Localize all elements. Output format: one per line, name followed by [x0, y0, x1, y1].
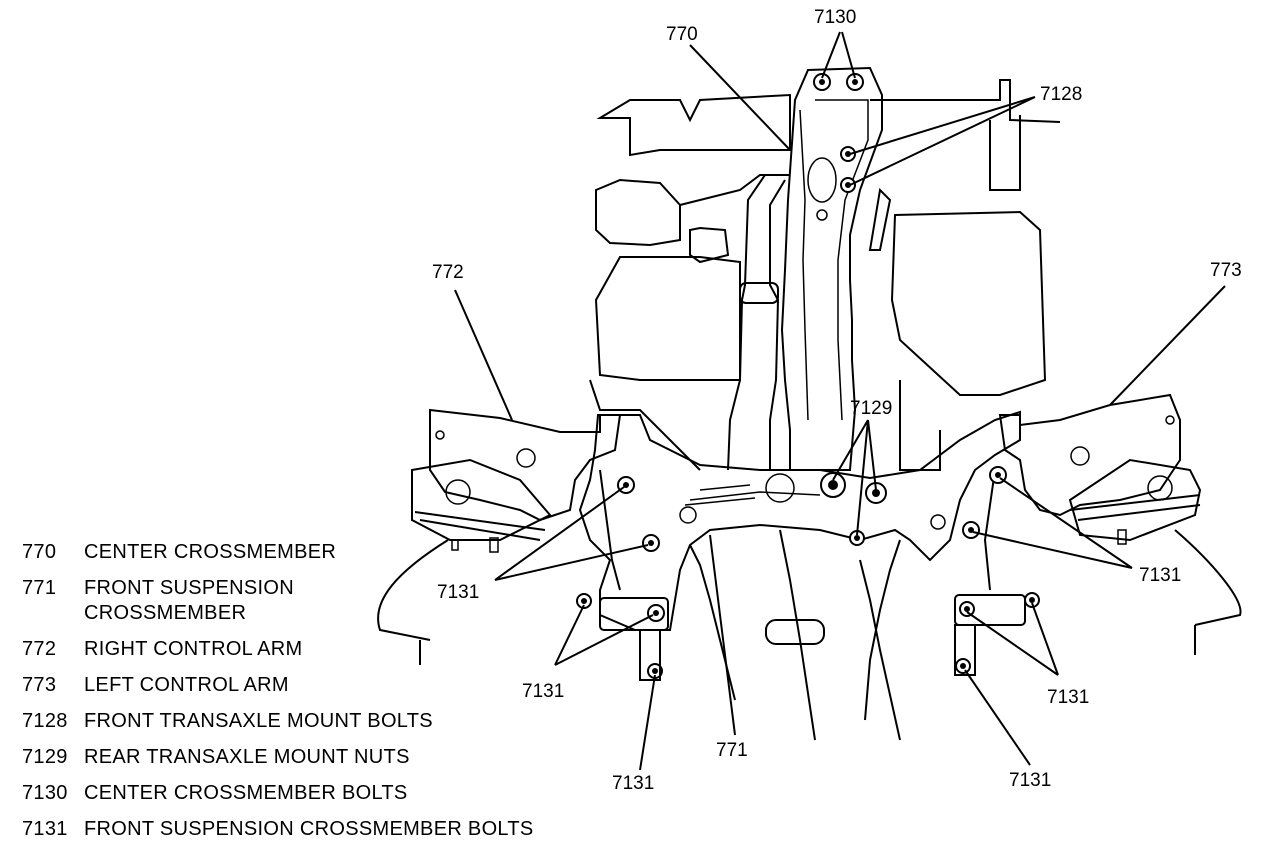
legend-row-7130: 7130 CENTER CROSSMEMBER BOLTS — [22, 781, 642, 806]
bolt-7131-l2 — [642, 534, 660, 552]
legend-number: 7128 — [22, 710, 68, 732]
nut-7129-b — [865, 482, 887, 504]
legend-number: 7131 — [22, 818, 68, 840]
bolt-7128-b — [840, 177, 856, 193]
legend-row-7131: 7131 FRONT SUSPENSION CROSSMEMBER BOLTS — [22, 817, 642, 842]
legend-row-7129: 7129 REAR TRANSAXLE MOUNT NUTS — [22, 745, 642, 770]
callout-771: 771 — [716, 740, 748, 761]
callout-7131-left-upper: 7131 — [437, 582, 479, 603]
callout-7131-left-mid: 7131 — [522, 681, 564, 702]
right-control-arm — [377, 408, 622, 665]
legend-description: CENTER CROSSMEMBER BOLTS — [84, 782, 408, 804]
legend-number: 7129 — [22, 746, 68, 768]
legend-number: 773 — [22, 674, 57, 696]
bolt-7130-a — [813, 73, 831, 91]
legend: 770 CENTER CROSSMEMBER 771 FRONT SUSPENS… — [22, 540, 642, 853]
legend-row-7128: 7128 FRONT TRANSAXLE MOUNT BOLTS — [22, 709, 642, 734]
legend-description: RIGHT CONTROL ARM — [84, 638, 303, 660]
legend-description: CENTER CROSSMEMBER — [84, 541, 337, 563]
left-control-arm — [998, 393, 1242, 655]
bolt-7131-r3 — [959, 601, 975, 617]
leader-lines — [454, 31, 1226, 771]
bolt-7131-l4 — [647, 604, 665, 622]
hose — [727, 174, 786, 471]
bolts — [576, 73, 1040, 679]
legend-description: FRONT SUSPENSION CROSSMEMBER BOLTS — [84, 818, 534, 840]
bolt-7131-r4 — [1024, 592, 1040, 608]
bolt-7131-r2 — [962, 521, 980, 539]
bolt-7130-b — [846, 73, 864, 91]
bolt-7128-a — [840, 146, 856, 162]
callout-773: 773 — [1210, 260, 1242, 281]
legend-number: 770 — [22, 541, 57, 563]
legend-row-772: 772 RIGHT CONTROL ARM — [22, 637, 642, 662]
callout-7131-right-mid: 7131 — [1047, 687, 1089, 708]
legend-row-770: 770 CENTER CROSSMEMBER — [22, 540, 642, 565]
callout-7131-left-lower: 7131 — [612, 773, 654, 794]
engine-outline — [589, 79, 1061, 471]
callout-7129: 7129 — [850, 398, 892, 419]
legend-number: 7130 — [22, 782, 68, 804]
center-crossmember — [780, 66, 883, 471]
legend-description: REAR TRANSAXLE MOUNT NUTS — [84, 746, 410, 768]
legend-number: 772 — [22, 638, 57, 660]
callout-770: 770 — [666, 24, 698, 45]
callout-7131-right-lower: 7131 — [1009, 770, 1051, 791]
legend-description: LEFT CONTROL ARM — [84, 674, 289, 696]
legend-row-773: 773 LEFT CONTROL ARM — [22, 673, 642, 698]
legend-description: FRONT TRANSAXLE MOUNT BOLTS — [84, 710, 433, 732]
bolt-7131-l3 — [576, 593, 592, 609]
brackets — [599, 594, 1026, 681]
legend-row-771: 771 FRONT SUSPENSION CROSSMEMBER — [22, 576, 642, 626]
callout-772: 772 — [432, 262, 464, 283]
callout-7130: 7130 — [814, 7, 856, 28]
bolt-7131-r5 — [955, 658, 971, 674]
legend-number: 771 — [22, 577, 57, 599]
legend-description: FRONT SUSPENSION CROSSMEMBER — [84, 577, 295, 624]
callout-7128: 7128 — [1040, 84, 1082, 105]
callout-7131-right-upper: 7131 — [1139, 565, 1181, 586]
front-suspension-crossmember — [578, 410, 1021, 741]
nut-7129-a — [820, 472, 846, 498]
